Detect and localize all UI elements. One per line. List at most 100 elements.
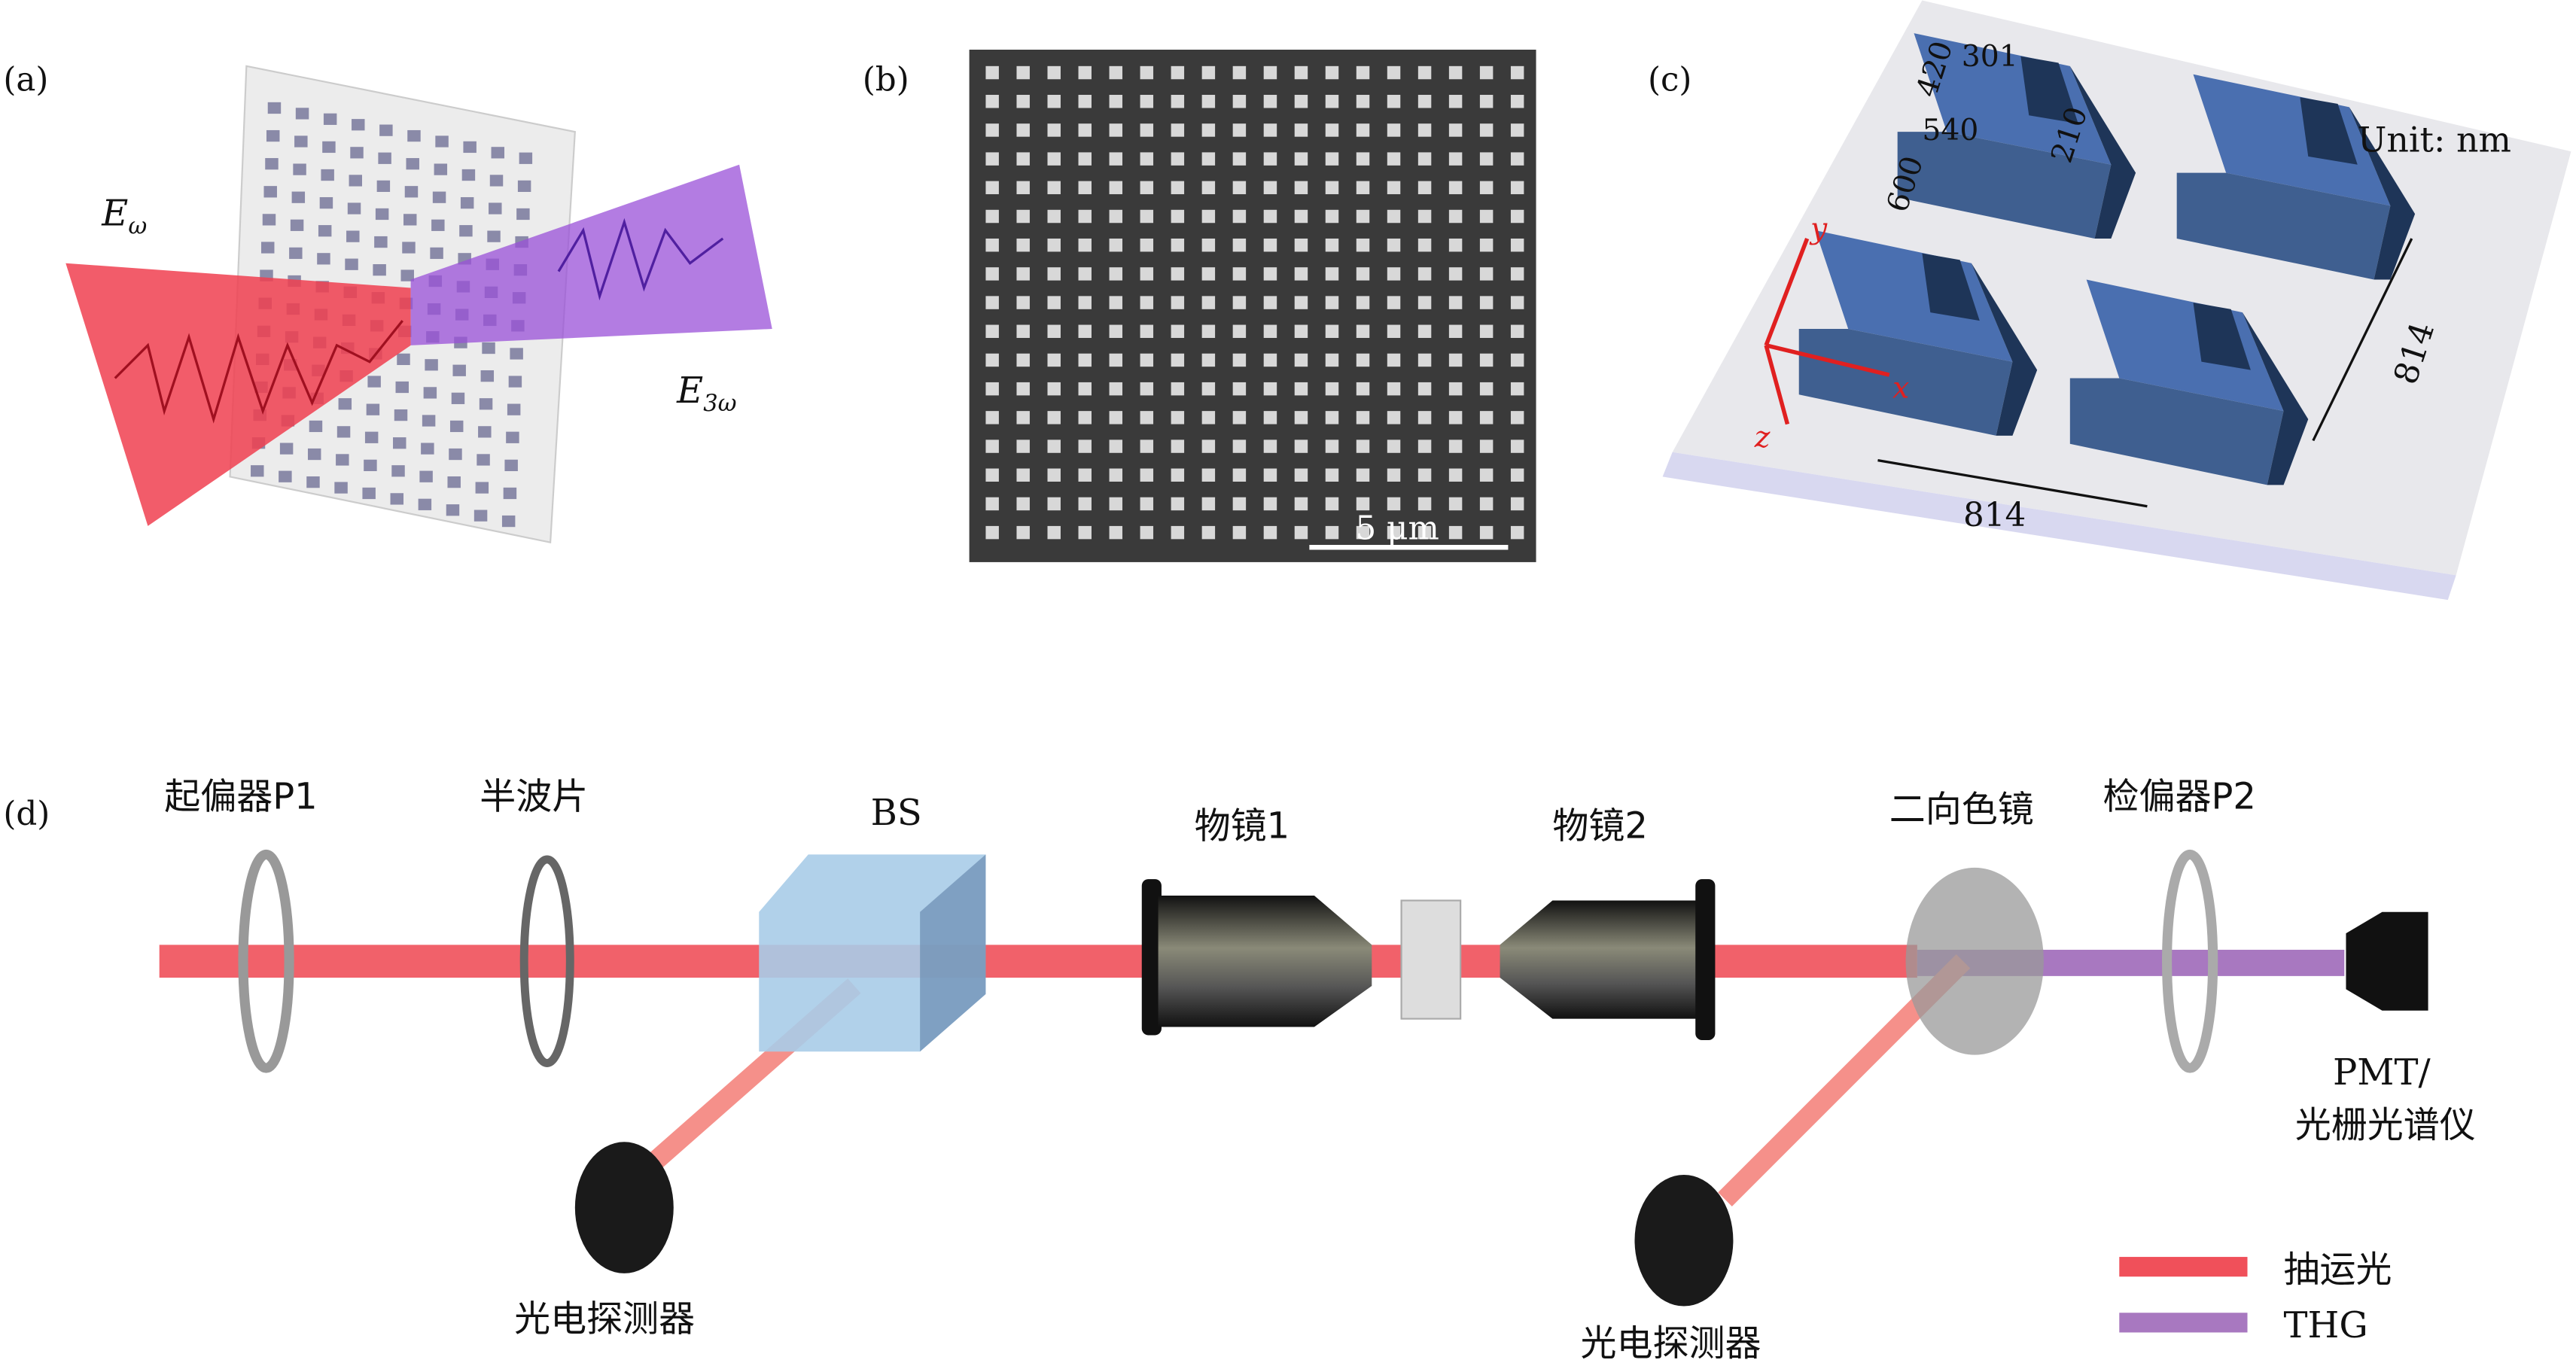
sem-pillar	[1047, 238, 1061, 252]
sem-pillar	[1325, 152, 1339, 166]
sem-pillar	[1201, 296, 1216, 309]
sem-pillar	[1171, 267, 1185, 281]
sem-pillar	[1232, 382, 1247, 396]
sem-pillar	[1325, 382, 1339, 396]
sem-pillar	[1047, 296, 1061, 309]
sem-pillar	[1047, 411, 1061, 424]
sem-pillar	[1417, 497, 1432, 511]
pillar	[418, 498, 432, 510]
sem-pillar	[1387, 525, 1401, 540]
sem-pillar	[1263, 382, 1277, 396]
sem-pillar	[1417, 267, 1432, 281]
sem-pillar	[1140, 296, 1154, 309]
photodetector-right	[1634, 1174, 1734, 1307]
unit-label: Unit: nm	[2358, 119, 2511, 160]
pillar	[364, 431, 379, 443]
sem-pillar	[1232, 468, 1247, 482]
sem-pillar	[1171, 209, 1185, 224]
sem-pillar	[1356, 65, 1370, 80]
label-polarizer-p1: 起偏器P1	[164, 775, 318, 817]
pillar	[473, 510, 488, 522]
pillar	[404, 186, 419, 198]
pillar	[267, 102, 282, 114]
label-bs: BS	[871, 792, 922, 834]
sem-pillar	[1232, 152, 1247, 166]
sem-pillar	[1171, 497, 1185, 511]
pillar	[397, 353, 410, 366]
l-shaped-pillar	[1897, 33, 2136, 239]
sem-pillar	[1078, 209, 1092, 224]
sem-pillar	[1325, 209, 1339, 224]
sem-pillar	[1140, 411, 1154, 424]
sem-pillar	[985, 267, 999, 281]
pillar	[294, 135, 308, 148]
sem-pillar	[1016, 181, 1030, 195]
pillar	[323, 113, 337, 125]
pillar	[295, 108, 309, 120]
sem-pillar	[1294, 440, 1308, 453]
sem-pillar	[985, 353, 999, 367]
sem-pillar	[1387, 411, 1401, 424]
pillar	[489, 202, 502, 214]
pillar	[452, 364, 466, 376]
sem-pillar	[1356, 353, 1370, 367]
sem-pillar	[1263, 411, 1277, 424]
sem-pillar	[1171, 238, 1185, 252]
sem-pillar	[1417, 152, 1432, 166]
sem-pillar	[1294, 267, 1308, 281]
sem-pillar	[1479, 65, 1494, 80]
sem-pillar	[1047, 324, 1061, 339]
sem-pillar	[1109, 181, 1123, 195]
sem-pillar	[1232, 123, 1247, 137]
sem-pillar	[1078, 65, 1092, 80]
sem-pillar	[1510, 152, 1524, 166]
sem-pillar	[1294, 353, 1308, 367]
sem-pillar	[1201, 267, 1216, 281]
pillar	[475, 482, 489, 494]
sem-pillar	[1232, 65, 1247, 80]
pillar	[503, 487, 517, 500]
sem-pillar	[985, 525, 999, 540]
pillar	[477, 454, 490, 466]
sem-pillar	[1232, 411, 1247, 424]
sem-pillar	[1479, 324, 1494, 339]
sem-pillar	[1387, 382, 1401, 396]
sem-pillar	[985, 440, 999, 453]
objective-1	[1158, 895, 1372, 1027]
sem-pillar	[1448, 267, 1463, 281]
sem-pillar	[1294, 238, 1308, 252]
sem-pillar	[1510, 238, 1524, 252]
sem-pillar	[1448, 238, 1463, 252]
pillar	[336, 454, 349, 466]
sem-pillar	[1047, 123, 1061, 137]
sem-pillar	[1294, 468, 1308, 482]
sem-pillar	[1201, 209, 1216, 224]
sem-pillar	[1356, 238, 1370, 252]
sem-pillar	[1325, 238, 1339, 252]
panel-c-label: (c)	[1648, 61, 1691, 99]
pillar	[394, 409, 408, 421]
pillar	[376, 180, 391, 192]
sem-pillar	[1140, 123, 1154, 137]
sem-pillar	[1448, 181, 1463, 195]
pillar	[407, 129, 421, 142]
sem-pillar	[1078, 382, 1092, 396]
sem-pillar	[1387, 65, 1401, 80]
pillar	[510, 348, 523, 360]
sem-pillar	[1356, 382, 1370, 396]
label-spectrometer: 光栅光谱仪	[2295, 1104, 2476, 1146]
pillar	[489, 175, 504, 187]
sem-pillar	[1448, 95, 1463, 108]
sem-pillar	[1047, 525, 1061, 540]
sem-pillar	[1109, 324, 1123, 339]
sem-pillar	[985, 209, 999, 224]
half-wave-plate	[519, 855, 574, 1067]
legend-swatch-thg	[2119, 1313, 2248, 1333]
sem-pillar	[1232, 353, 1247, 367]
panel-c: (c) Unit: nm 420 301 540 210 600 y x z 8…	[1648, 0, 2571, 601]
sem-pillar	[1171, 324, 1185, 339]
sem-pillar	[1201, 238, 1216, 252]
pillar	[461, 169, 476, 181]
pillar	[364, 459, 377, 472]
sem-pillar	[1232, 296, 1247, 309]
